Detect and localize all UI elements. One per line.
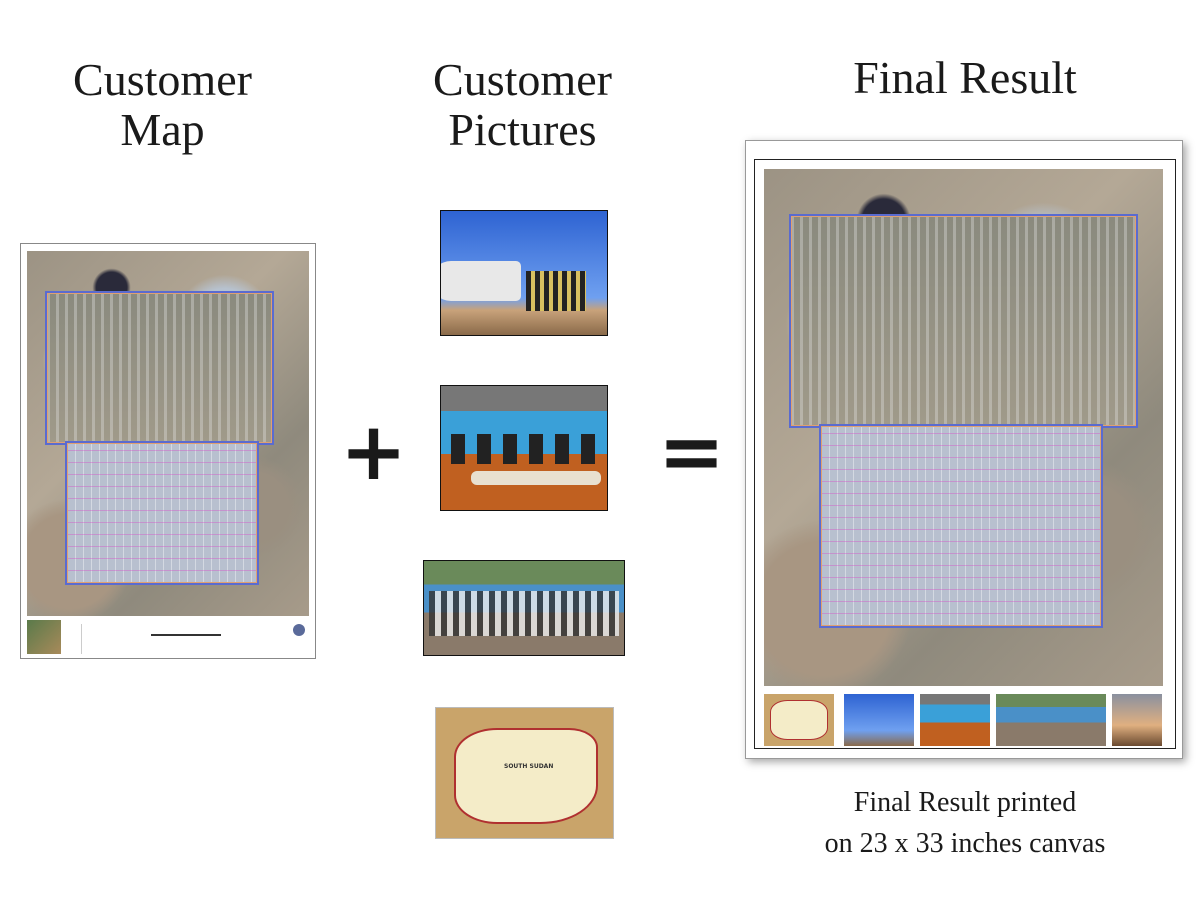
caption-line-2: on 23 x 33 inches canvas (824, 828, 1106, 859)
thumbnail-south-sudan-map (764, 694, 834, 746)
caption-line-1: Final Result printed (853, 787, 1077, 818)
satellite-image (27, 251, 309, 616)
final-result-title: Final Result (853, 52, 1077, 103)
title-line: Customer (433, 54, 612, 105)
kitchen-staff-photo (440, 385, 608, 511)
customer-pictures-title: Customer Pictures (380, 55, 665, 155)
people-shape (526, 271, 586, 311)
final-result-poster (745, 140, 1183, 759)
overview-map (27, 620, 61, 654)
scale-bar (151, 634, 221, 636)
thumbnail-airplane-group-photo (844, 694, 914, 746)
customer-map-title: Customer Map (20, 55, 305, 155)
team-group-photo (423, 560, 625, 656)
thumbnail-team-group-photo (996, 694, 1106, 746)
camp-north-area (789, 214, 1138, 428)
airplane-group-photo (440, 210, 608, 336)
title-line: Customer (73, 54, 252, 105)
food-trays (471, 471, 601, 485)
title-line: Pictures (448, 104, 597, 155)
airplane-shape (441, 261, 521, 301)
equals-operator: = (658, 405, 726, 498)
title-line: Map (120, 104, 205, 155)
logo (293, 624, 305, 636)
people-shape (429, 591, 619, 636)
camp-south-area (819, 424, 1103, 628)
satellite-image (764, 169, 1163, 686)
camp-south-area (65, 441, 259, 585)
thumbnail-aircraft-sunset-photo (1112, 694, 1162, 746)
camp-north-area (45, 291, 274, 445)
country-shape (770, 700, 828, 740)
people-shape (451, 434, 596, 464)
legend (81, 624, 142, 654)
plus-operator: + (340, 405, 408, 498)
country-label: SOUTH SUDAN (504, 763, 554, 770)
thumbnail-kitchen-staff-photo (920, 694, 990, 746)
poster-frame (754, 159, 1176, 749)
south-sudan-map: SOUTH SUDAN (435, 707, 614, 839)
country-shape (454, 728, 598, 824)
customer-map (20, 243, 316, 659)
